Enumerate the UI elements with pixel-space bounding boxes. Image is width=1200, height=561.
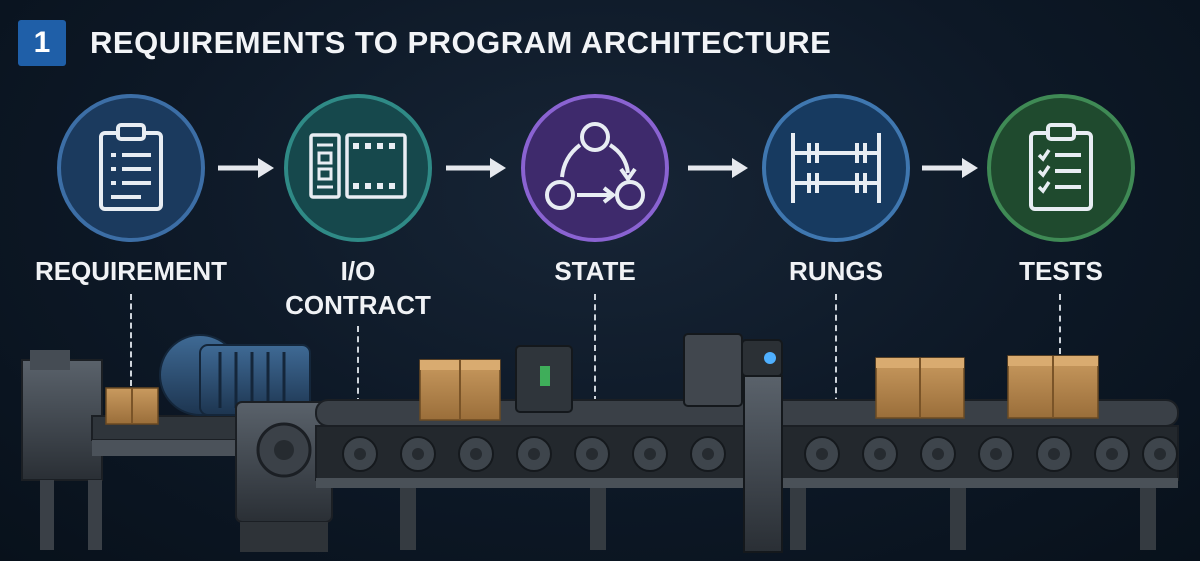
- io-terminal-icon: [284, 94, 432, 242]
- stage-requirement: [56, 93, 206, 243]
- stage-rungs: [761, 93, 911, 243]
- stage-state: [520, 93, 670, 243]
- dashed-connector: [835, 294, 837, 414]
- state-cycle-icon: [521, 94, 669, 242]
- step-number-badge: 1: [18, 20, 66, 66]
- arrow-right-icon: [688, 158, 748, 178]
- stage-label-requirement: REQUIREMENT: [34, 256, 228, 286]
- arrow-right-icon: [446, 158, 506, 178]
- stage-label-rungs: RUNGS: [789, 256, 883, 286]
- arrow-right-icon: [922, 158, 978, 178]
- stage-tests: [986, 93, 1136, 243]
- page-title: REQUIREMENTS TO PROGRAM ARCHITECTURE: [90, 25, 832, 60]
- stage-label-state: STATE: [554, 256, 636, 286]
- stage-io-contract: [283, 93, 433, 243]
- clipboard-list-icon: [57, 94, 205, 242]
- stage-label-io-contract: I/O CONTRACT: [285, 256, 431, 320]
- dashed-connector: [1059, 294, 1061, 354]
- dashed-connector: [130, 294, 132, 386]
- header: 1 REQUIREMENTS TO PROGRAM ARCHITECTURE: [18, 20, 831, 66]
- dashed-connector: [357, 326, 359, 404]
- stage-label-tests: TESTS: [1019, 256, 1103, 286]
- ladder-rungs-icon: [762, 94, 910, 242]
- dashed-connector: [594, 294, 596, 402]
- conveyor-line-icon: [21, 333, 1179, 553]
- checklist-icon: [987, 94, 1135, 242]
- arrow-right-icon: [218, 158, 274, 178]
